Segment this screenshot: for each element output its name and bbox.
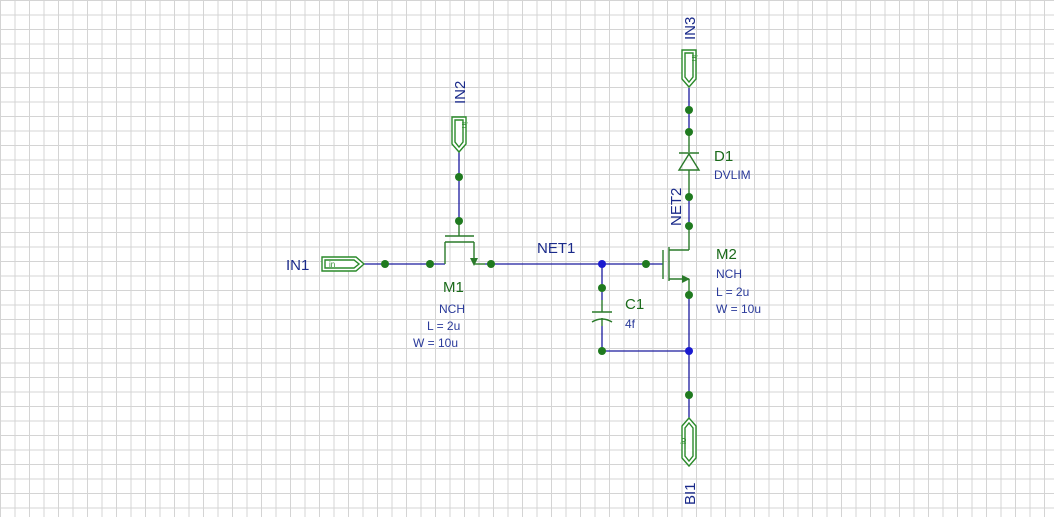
port-in3[interactable]: in	[681, 49, 699, 89]
m2-model: NCH	[716, 267, 742, 281]
port-bi1-label: BI1	[682, 482, 699, 505]
port-in3-tag: in	[690, 55, 699, 61]
c1-ref: C1	[625, 296, 644, 313]
wires	[358, 88, 690, 420]
d1-ref: D1	[714, 148, 733, 165]
transistor-m2[interactable]	[662, 226, 690, 295]
diode-d1[interactable]	[677, 132, 701, 196]
net1-label: NET1	[537, 240, 575, 257]
port-in3-label: IN3	[682, 17, 699, 40]
c1-value: 4f	[625, 317, 636, 331]
m2-width: W = 10u	[716, 302, 761, 316]
m1-model: NCH	[439, 302, 465, 316]
port-in1[interactable]: in	[321, 256, 366, 272]
port-in1-label: IN1	[286, 257, 309, 274]
port-in1-tag: in	[329, 260, 335, 269]
port-bi1-tag: io	[679, 437, 688, 444]
m1-length: L = 2u	[427, 319, 460, 333]
m2-ref: M2	[716, 246, 737, 263]
m1-ref: M1	[443, 279, 464, 296]
transistor-m1[interactable]	[444, 221, 485, 266]
port-in2-label: IN2	[452, 81, 469, 104]
m2-length: L = 2u	[716, 285, 749, 299]
port-bi1[interactable]: io	[679, 416, 697, 468]
port-in2[interactable]: in	[451, 116, 469, 154]
m1-width: W = 10u	[413, 336, 458, 350]
capacitor-c1[interactable]	[591, 300, 613, 326]
d1-model: DVLIM	[714, 168, 751, 182]
junction-dots	[381, 106, 693, 399]
net2-label: NET2	[668, 188, 685, 226]
port-in2-tag: in	[460, 122, 469, 128]
